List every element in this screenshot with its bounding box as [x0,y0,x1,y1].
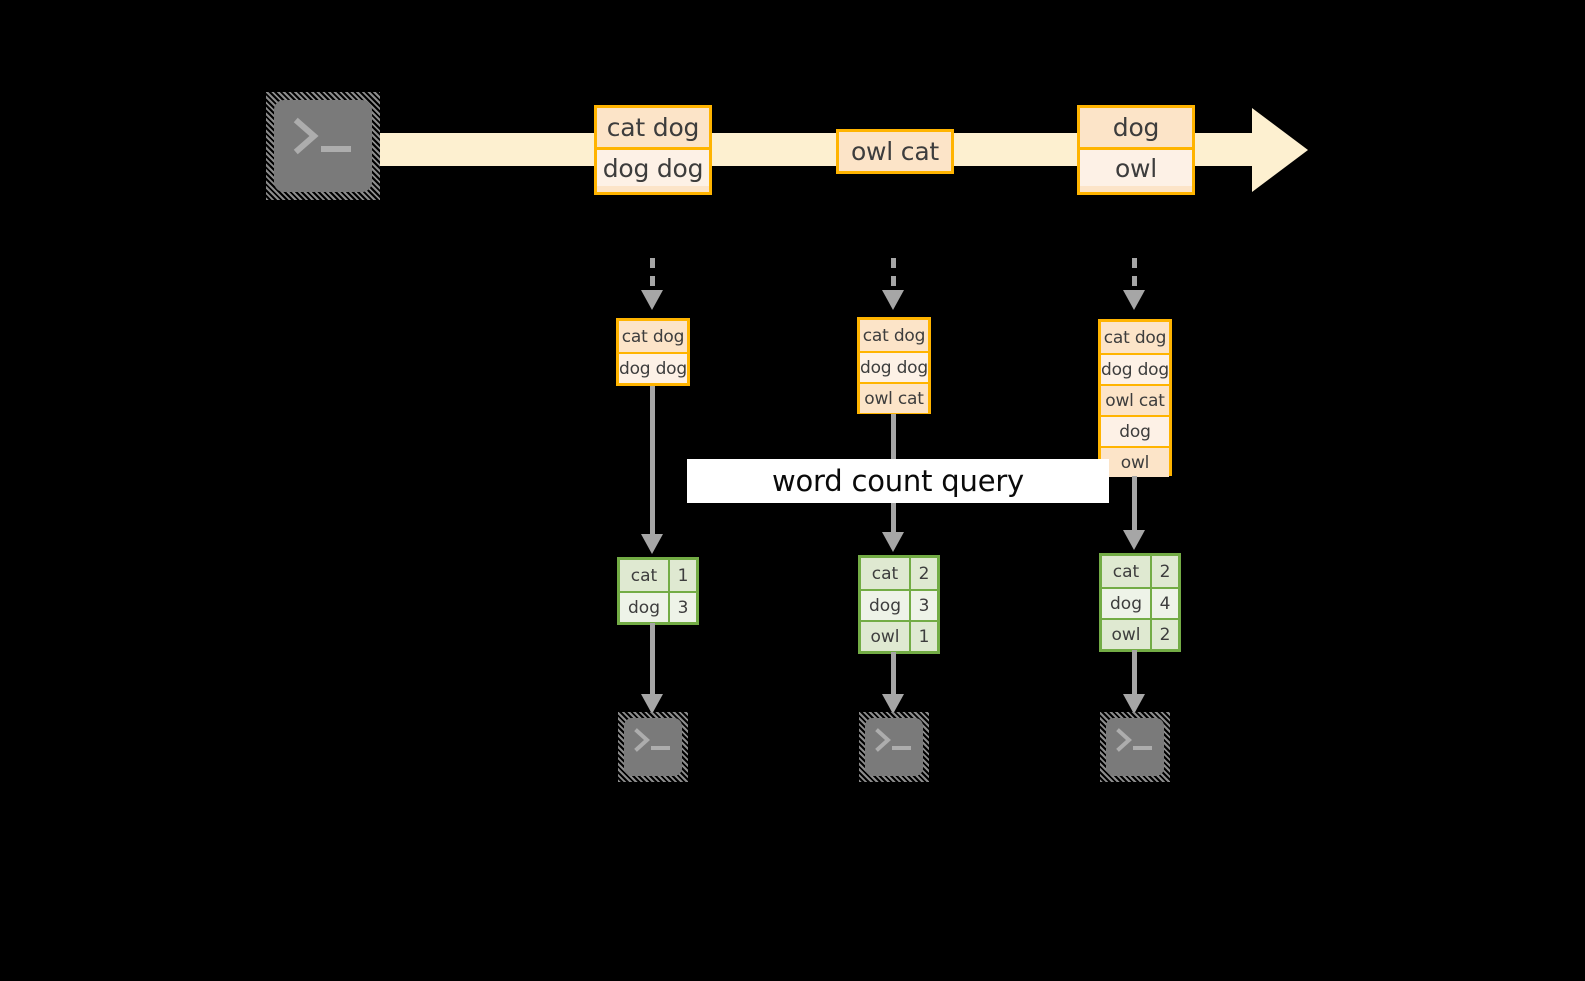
consumer-terminal-icon-2[interactable] [859,712,929,782]
result-word: owl [861,622,909,651]
snapshot-1-state[interactable]: cat dog dog dog [616,318,690,386]
stream-message-3[interactable]: dog owl [1077,105,1195,195]
result-count: 2 [1150,620,1178,649]
table-row: owl 2 [1102,618,1178,649]
state-line: dog dog [860,351,928,382]
snapshot-3-result-table[interactable]: cat 2 dog 4 owl 2 [1099,553,1181,652]
table-row: cat 2 [1102,556,1178,587]
snapshot-3-state[interactable]: cat dog dog dog owl cat dog owl [1098,319,1172,477]
table-row: dog 3 [861,589,937,620]
message-line: dog [1080,108,1192,147]
state-line: cat dog [619,321,687,352]
terminal-prompt-glyph [1116,728,1152,752]
snapshot-2-query-arrowhead [882,532,904,552]
snapshot-3-output-line [1132,650,1137,696]
terminal-prompt-glyph [634,728,670,752]
stream-message-1[interactable]: cat dog dog dog [594,105,712,195]
snapshot-3-output-arrowhead [1123,694,1145,714]
result-count: 1 [909,622,937,651]
snapshot-3-tap-arrowhead [1123,290,1145,310]
table-row: cat 2 [861,558,937,589]
snapshot-2-tap-line [891,258,896,292]
consumer-terminal-icon-1[interactable] [618,712,688,782]
snapshot-2-output-arrowhead [882,694,904,714]
result-word: dog [1102,589,1150,618]
result-count: 3 [668,593,696,622]
message-line: owl cat [839,132,951,171]
message-line: owl [1080,147,1192,186]
snapshot-3-query-line [1132,476,1137,532]
state-line: owl cat [1101,384,1169,415]
result-word: cat [1102,556,1150,587]
snapshot-1-tap-arrowhead [641,290,663,310]
state-line: cat dog [1101,322,1169,353]
result-count: 1 [668,560,696,591]
state-line: dog dog [1101,353,1169,384]
table-row: dog 3 [620,591,696,622]
snapshot-1-output-line [650,623,655,696]
result-word: dog [861,591,909,620]
stream-band-arrowhead [1252,108,1308,192]
query-label: word count query [687,459,1109,503]
table-row: cat 1 [620,560,696,591]
snapshot-2-result-table[interactable]: cat 2 dog 3 owl 1 [858,555,940,654]
terminal-prompt-glyph [875,728,911,752]
result-word: owl [1102,620,1150,649]
message-line: cat dog [597,108,709,147]
snapshot-1-output-arrowhead [641,694,663,714]
table-row: owl 1 [861,620,937,651]
snapshot-1-query-line [650,386,655,536]
snapshot-2-state[interactable]: cat dog dog dog owl cat [857,317,931,414]
result-word: cat [861,558,909,589]
result-count: 4 [1150,589,1178,618]
result-count: 2 [1150,556,1178,587]
snapshot-1-result-table[interactable]: cat 1 dog 3 [617,557,699,625]
state-line: owl cat [860,382,928,413]
state-line: dog dog [619,352,687,383]
snapshot-3-query-arrowhead [1123,530,1145,550]
message-line: dog dog [597,147,709,186]
stream-message-2[interactable]: owl cat [836,129,954,174]
snapshot-1-query-arrowhead [641,534,663,554]
snapshot-1-tap-line [650,258,655,292]
consumer-terminal-icon-3[interactable] [1100,712,1170,782]
terminal-prompt-glyph [293,117,351,155]
state-line: dog [1101,415,1169,446]
state-line: cat dog [860,320,928,351]
result-word: cat [620,560,668,591]
result-count: 3 [909,591,937,620]
producer-terminal-icon[interactable] [266,92,380,200]
state-line: owl [1101,446,1169,477]
result-word: dog [620,593,668,622]
snapshot-3-tap-line [1132,258,1137,292]
snapshot-2-tap-arrowhead [882,290,904,310]
result-count: 2 [909,558,937,589]
snapshot-2-output-line [891,652,896,696]
table-row: dog 4 [1102,587,1178,618]
